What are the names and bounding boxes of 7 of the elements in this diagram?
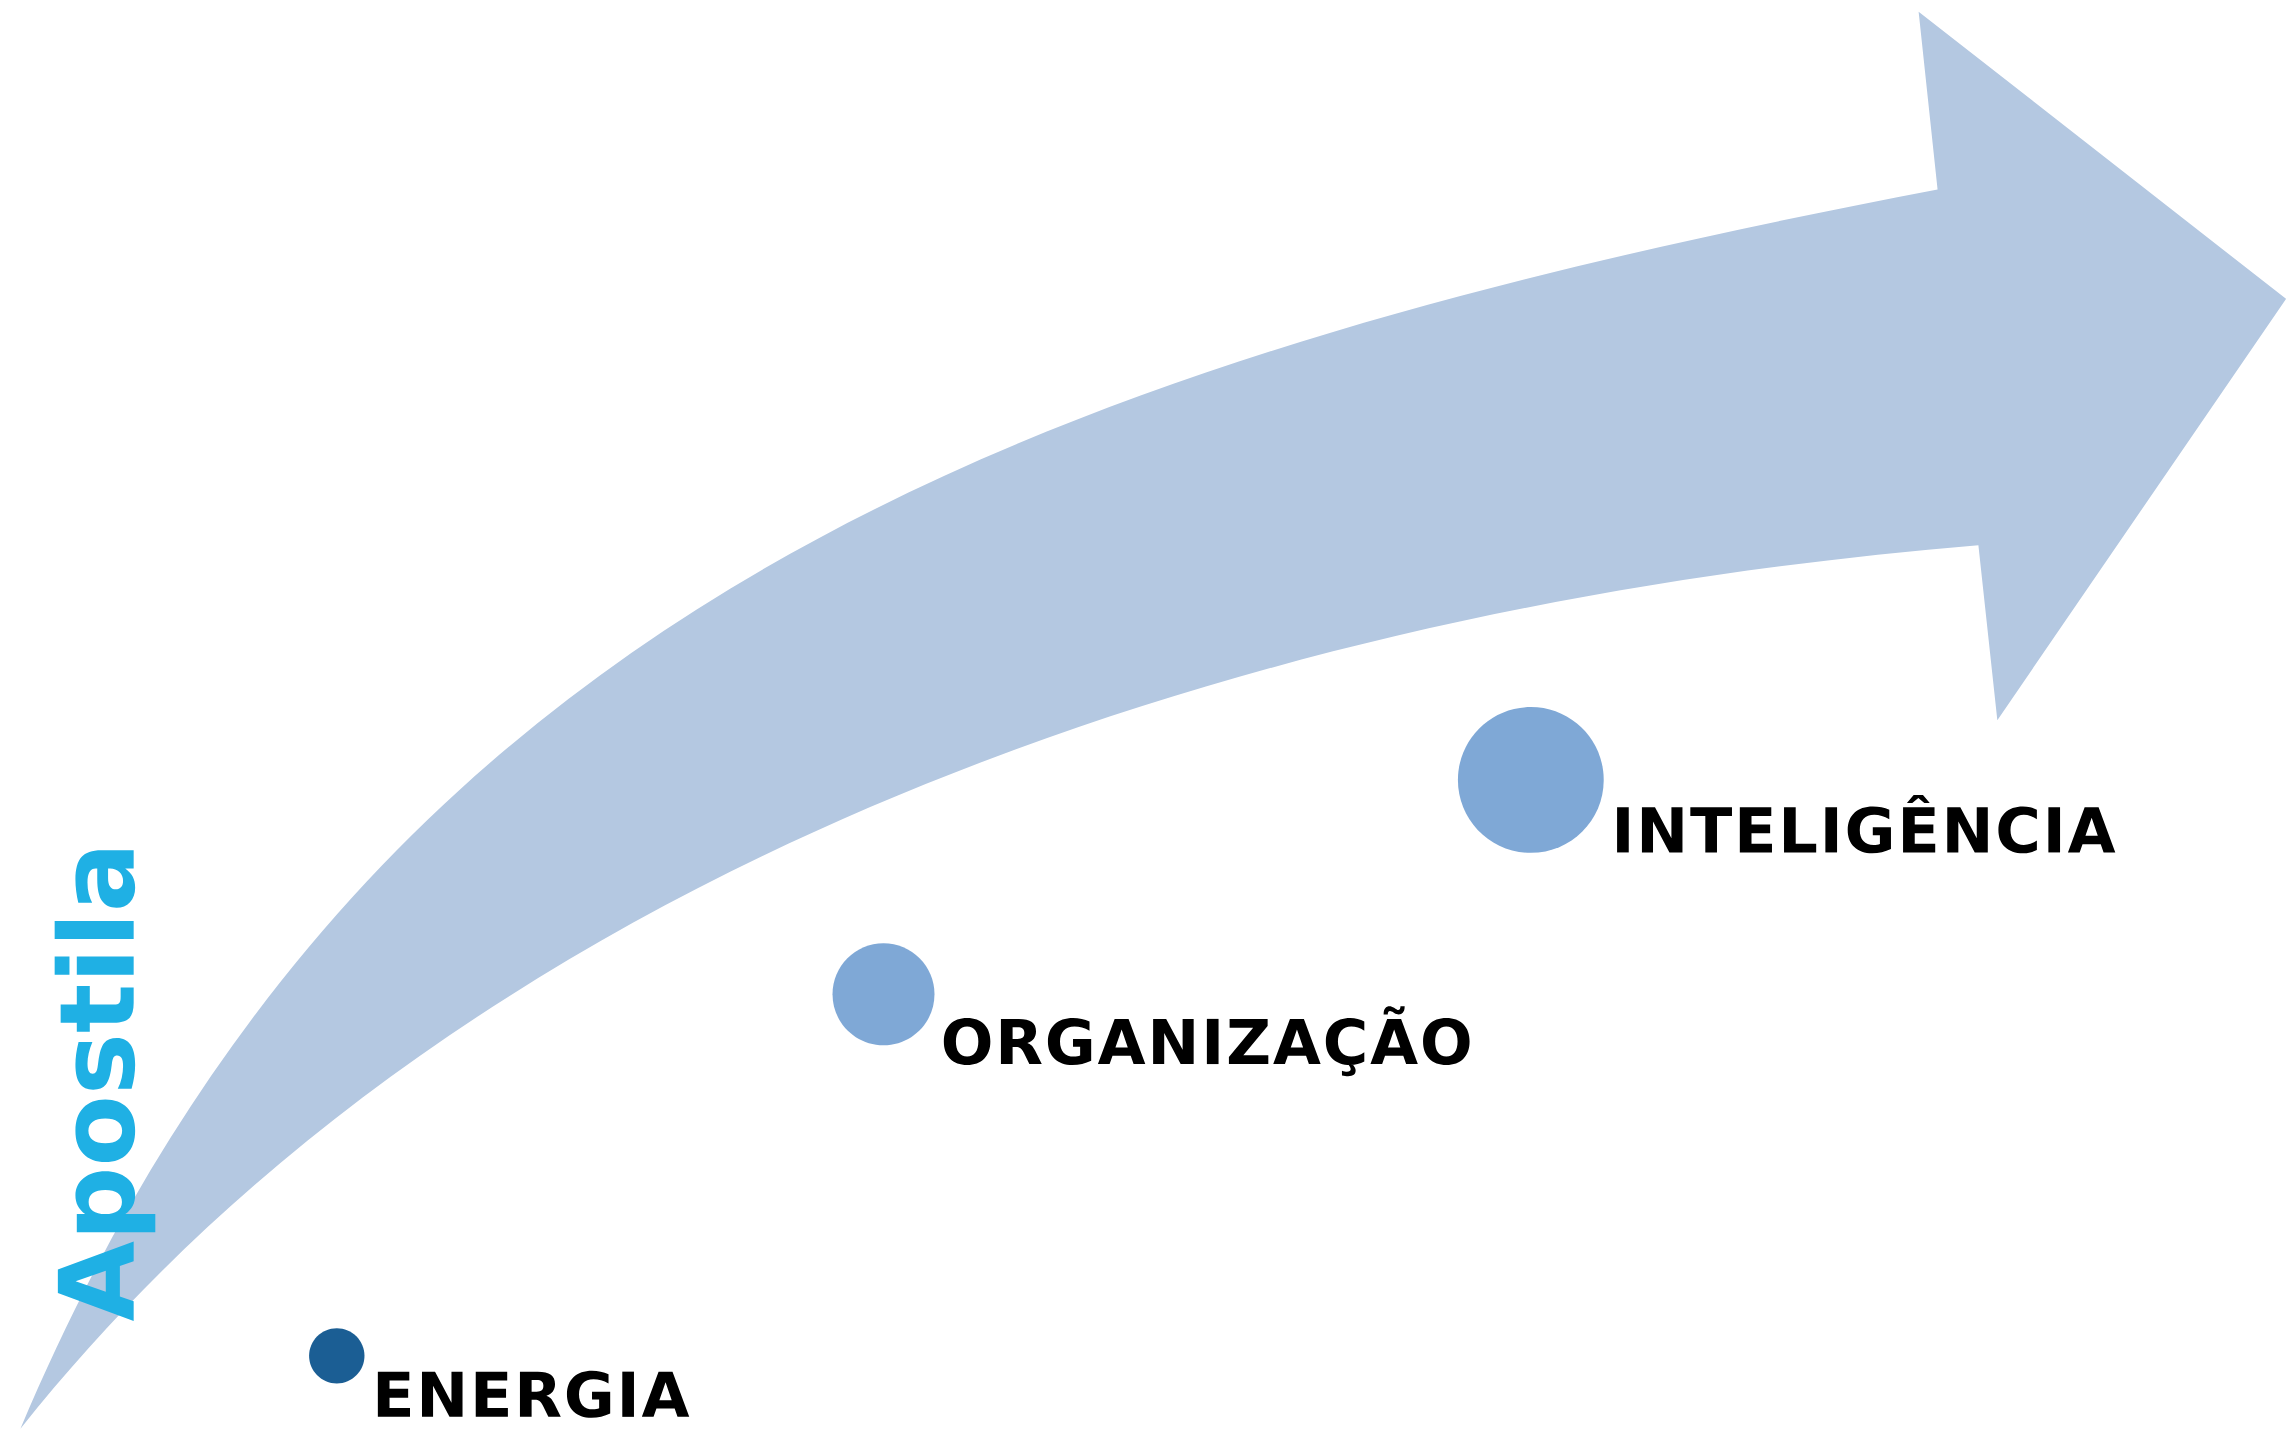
stage-label: INTELIGÊNCIA — [1617, 794, 2116, 854]
vertical-title: Apostila — [54, 850, 156, 1321]
circle-marker — [832, 943, 935, 1046]
circle-marker — [309, 1327, 365, 1384]
stage-label: ENERGIA — [377, 1370, 690, 1418]
stage-label: ORGANIZAÇÃO — [943, 1006, 1470, 1077]
circle-marker — [1457, 706, 1604, 853]
